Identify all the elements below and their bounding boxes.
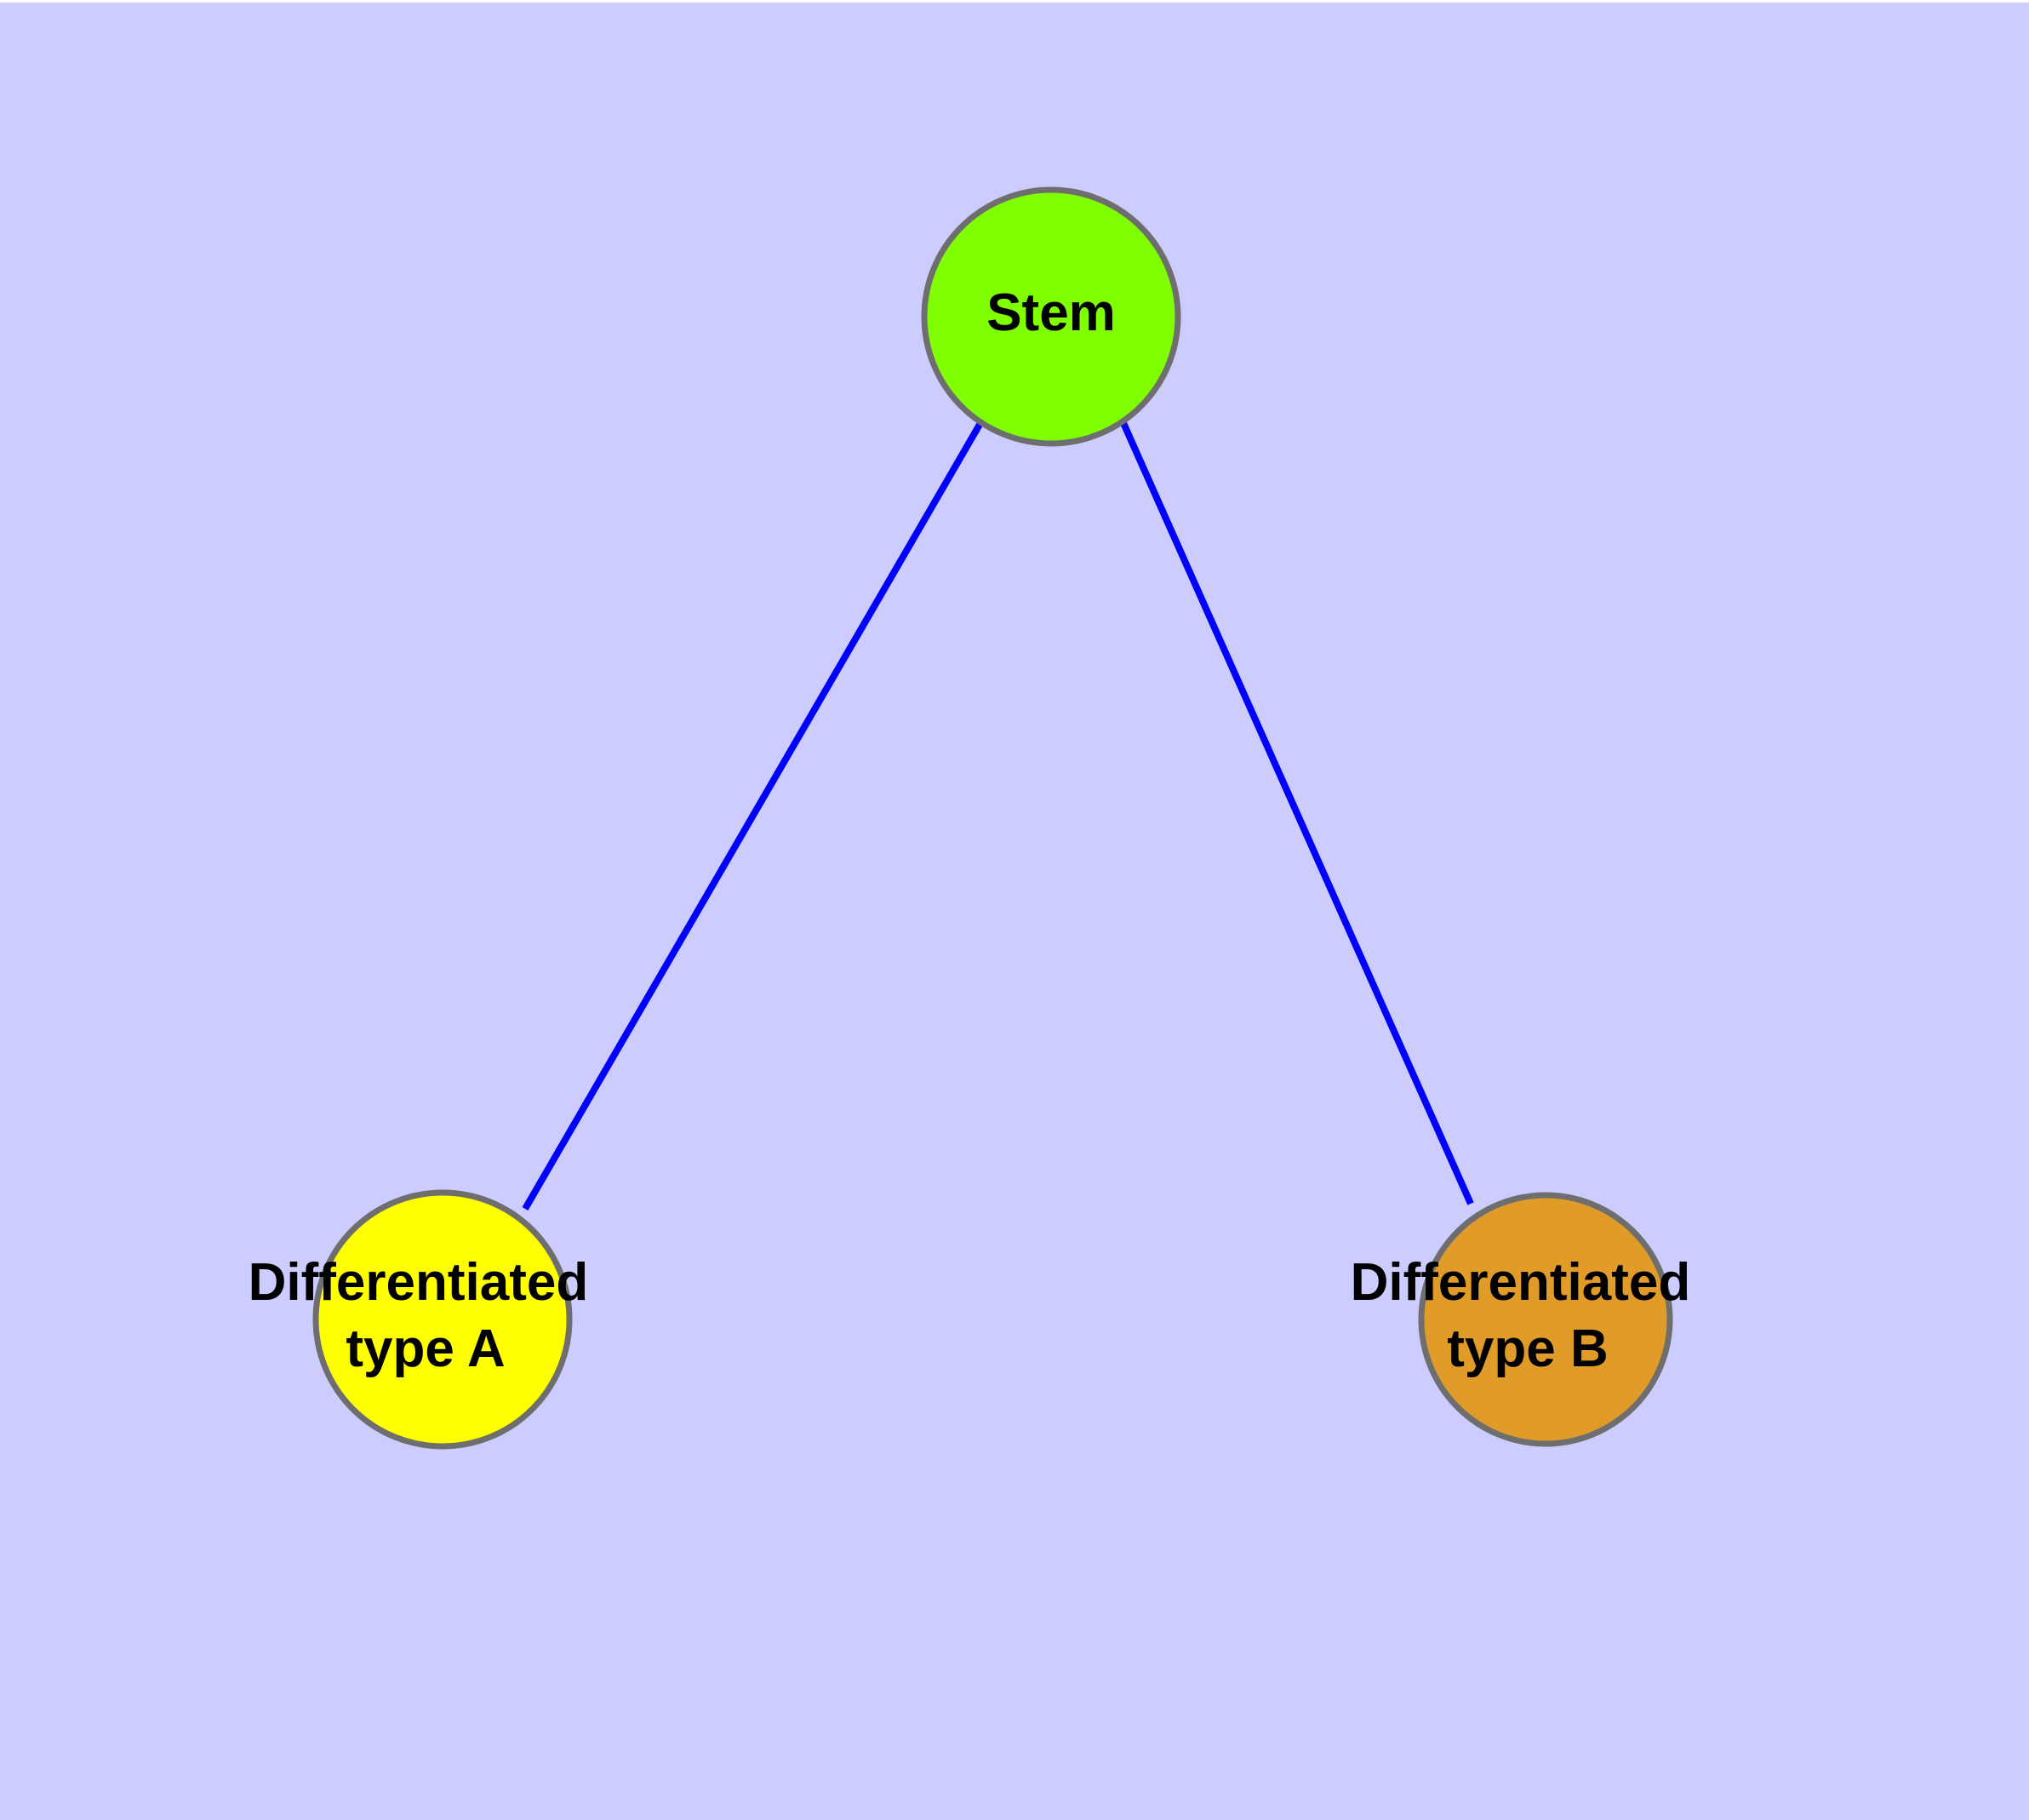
node-differentiated-type-b[interactable]: [1418, 1192, 1673, 1447]
node-label-differentiated-type-a-line-1: Differentiated: [249, 1253, 589, 1312]
node-label-stem-line-1: Stem: [986, 283, 1116, 342]
node-label-differentiated-type-b-line-1: Differentiated: [1351, 1253, 1691, 1312]
node-stem[interactable]: [921, 186, 1181, 447]
node-differentiated-type-a[interactable]: [312, 1189, 573, 1450]
nodes-layer: [312, 186, 1673, 1450]
node-label-differentiated-type-a-line-2: type A: [346, 1319, 505, 1378]
node-label-differentiated-type-b: Differentiated type B: [1351, 1253, 1706, 1378]
top-margin-strip: [0, 0, 2029, 3]
node-label-differentiated-type-a: Differentiated type A: [249, 1253, 603, 1378]
node-label-stem: Stem: [986, 283, 1116, 342]
edge-stem-to-differentiated-type-b[interactable]: [1120, 421, 1474, 1205]
edge-stem-to-differentiated-type-a[interactable]: [522, 421, 984, 1211]
node-label-differentiated-type-b-line-2: type B: [1447, 1319, 1608, 1378]
labels-layer: Stem Differentiated type A Differentiate…: [249, 283, 1706, 1378]
edges-layer: [522, 421, 1474, 1211]
